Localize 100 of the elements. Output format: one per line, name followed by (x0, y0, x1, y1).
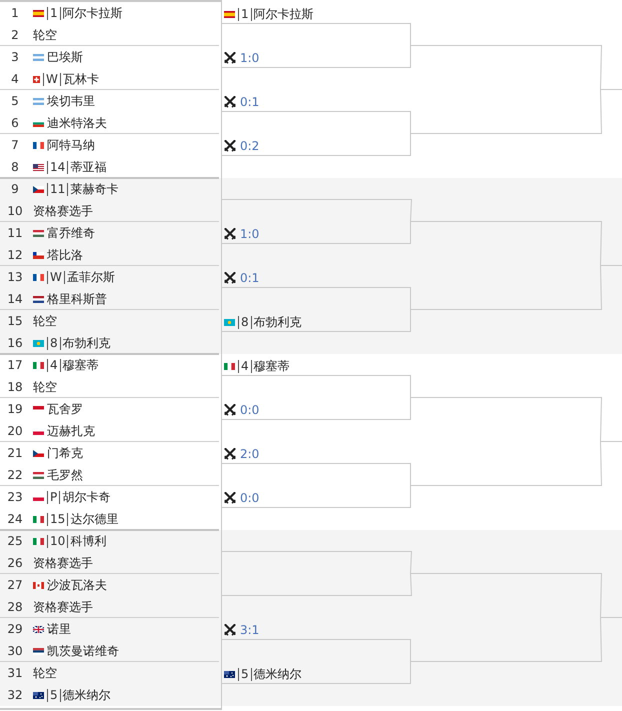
score-text: 0:0 (240, 491, 260, 505)
bracket-slot (222, 621, 411, 640)
entry-name: 胡尔卡奇 (62, 488, 110, 506)
bracket-line (222, 551, 412, 552)
entry-name: 瓦林卡 (62, 70, 99, 88)
seed-label: 4 (238, 360, 252, 372)
entry-name: 轮空 (33, 312, 57, 330)
entry-name: 迪米特洛夫 (47, 114, 107, 132)
bracket-connector (410, 639, 411, 662)
entry-name: 迈赫扎克 (47, 422, 95, 440)
bracket-connector (410, 199, 412, 222)
bracket-line (600, 441, 622, 442)
entry-name: 布勃利克 (62, 334, 111, 352)
bracket-connector (600, 441, 602, 486)
draw-position: 31 (6, 666, 24, 680)
entry-name: 门希克 (47, 444, 83, 462)
score-text: 3:1 (240, 623, 260, 637)
score-text: 2:0 (240, 447, 260, 461)
entry-name: 富乔维奇 (47, 224, 95, 242)
entry-name: 诺里 (47, 620, 71, 638)
bracket-slot (222, 225, 411, 244)
entry-name: 科博利 (70, 532, 106, 550)
draw-position: 9 (10, 182, 20, 196)
bracket-connector (600, 89, 602, 134)
draw-position: 2 (10, 28, 20, 42)
entry-name: 德米纳尔 (62, 686, 111, 704)
draw-position: 14 (6, 292, 24, 306)
seed-label: W (43, 72, 61, 86)
entry-name: 毛罗然 (47, 466, 83, 484)
draw-position: 24 (6, 512, 24, 526)
bracket-slot (222, 665, 411, 684)
bracket-line (410, 661, 602, 662)
draw-position: 18 (6, 380, 24, 394)
draw-position: 16 (6, 336, 24, 350)
bracket-slot (222, 313, 411, 332)
bracket-connector (410, 573, 412, 596)
draw-position: 4 (10, 72, 20, 86)
bracket-connector (410, 375, 411, 398)
draw-position: 30 (6, 644, 24, 658)
seed-label: 15 (47, 512, 68, 526)
seed-label: P (47, 490, 60, 504)
entry-name: 阿尔卡拉斯 (254, 6, 314, 22)
bracket-connector (410, 221, 411, 244)
bracket-slot (222, 137, 411, 156)
bracket-line (410, 45, 602, 46)
bracket-line (600, 617, 622, 618)
entry-name: 塔比洛 (47, 246, 83, 264)
entry-name: 资格赛选手 (33, 598, 93, 616)
entry-name: 孟菲尔斯 (66, 268, 115, 286)
bracket-line (410, 221, 602, 222)
seed-label: 14 (47, 160, 68, 174)
bracket-line (222, 199, 412, 200)
bracket-slot (222, 49, 411, 68)
bracket-line (410, 397, 602, 398)
bracket-connector (410, 133, 411, 156)
bracket-connector (600, 45, 602, 90)
bracket-slot (222, 445, 411, 464)
entry-name: 巴埃斯 (47, 48, 83, 66)
entry-name: 阿特马纳 (47, 136, 95, 154)
seed-label: 1 (238, 8, 252, 20)
bracket-connector (600, 397, 602, 442)
entry-name: 轮空 (33, 26, 57, 44)
bracket-line (600, 265, 622, 266)
entry-name: 穆塞蒂 (254, 358, 290, 374)
bracket-line (410, 573, 602, 574)
bracket-slot (222, 5, 411, 24)
entry-name: 达尔德里 (70, 510, 118, 528)
bracket-connector (410, 45, 411, 68)
draw-position: 6 (10, 116, 20, 130)
draw-position: 1 (10, 6, 20, 20)
draw-position: 17 (6, 358, 24, 372)
score-text: 0:1 (240, 95, 260, 109)
seed-label: 8 (238, 316, 252, 328)
bracket-connector (410, 397, 411, 420)
entry-name: 沙波瓦洛夫 (47, 576, 107, 594)
draw-position: 26 (6, 556, 24, 570)
entry-name: 布勃利克 (254, 314, 302, 330)
seed-label: 11 (47, 182, 68, 196)
entry-name: 穆塞蒂 (62, 356, 99, 374)
entry-name: 瓦舍罗 (47, 400, 83, 418)
bracket-slot (222, 93, 411, 112)
bracket-connector (410, 309, 411, 332)
bracket-line (600, 89, 622, 90)
seed-label: W (47, 270, 65, 284)
bracket-connector (600, 265, 602, 310)
score-text: 0:2 (240, 139, 260, 153)
entry-name: 轮空 (33, 378, 57, 396)
score-text: 1:0 (240, 51, 260, 65)
entry-name: 凯茨曼诺维奇 (47, 642, 119, 660)
bracket-slot (222, 401, 411, 420)
entry-name: 埃切韦里 (47, 92, 95, 110)
bracket-connector (600, 221, 602, 266)
entry-name: 轮空 (33, 664, 57, 682)
bracket-line (410, 309, 602, 310)
bracket-connector (410, 111, 411, 134)
draw-position: 27 (6, 578, 24, 592)
bracket-connector (410, 661, 411, 684)
bracket-connector (600, 573, 602, 618)
draw-position: 20 (6, 424, 24, 438)
seed-label: 1 (47, 6, 61, 20)
